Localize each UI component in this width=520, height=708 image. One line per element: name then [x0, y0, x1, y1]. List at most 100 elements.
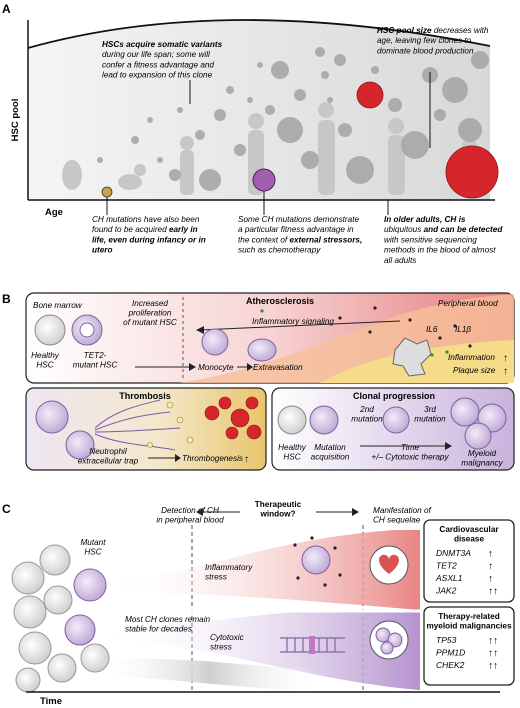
label-line: Therapy-related	[438, 612, 499, 621]
neutrophil-cell	[35, 400, 69, 434]
clonal-healthy-hsc	[277, 405, 307, 435]
label-line: 3rd	[424, 405, 436, 414]
extravasation-arrowhead	[247, 363, 253, 371]
cv-gene-list: DNMT3A↑TET2↑ASXL1↑JAK2↑↑	[435, 548, 498, 597]
thrombogenesis-up-arrow: ↑	[244, 454, 249, 465]
dna-break	[309, 636, 315, 654]
time-cytotoxic-label: Time+/– Cytotoxic therapy	[371, 443, 449, 462]
clone-purple	[252, 168, 276, 192]
label-line: extracellular trap	[78, 457, 139, 466]
time-label: Time	[40, 696, 62, 707]
monocyte-arrowhead	[189, 363, 196, 371]
gene-arrows: ↑	[488, 574, 493, 585]
note-line: utero	[92, 246, 112, 255]
extravasation-cell	[247, 338, 277, 362]
label-line: Cytotoxic	[210, 633, 244, 642]
label-line: TET2-	[84, 351, 107, 360]
inflammatory-dots	[293, 536, 342, 587]
panel-b: B Atherosclerosis Bone marrow Increasedp…	[2, 292, 515, 471]
gene-arrows: ↑↑	[488, 586, 498, 597]
label-line: +/– Cytotoxic therapy	[371, 453, 449, 462]
healthy-hsc-cell	[34, 314, 66, 346]
label-line: Cardiovascular	[439, 525, 499, 534]
thrombogenesis-label: Thrombogenesis	[182, 454, 243, 463]
clone-gold	[101, 186, 113, 198]
stem-cell-cluster	[11, 544, 110, 693]
label-line: CH sequelae	[373, 516, 421, 525]
gene-name: PPM1D	[436, 648, 465, 658]
label-line: Inflammatory	[205, 563, 253, 572]
clone-red-large	[445, 145, 499, 199]
atherosclerosis-title: Atherosclerosis	[246, 296, 314, 306]
gene-arrows: ↑↑	[488, 648, 498, 659]
macrophage-cell	[392, 337, 432, 377]
note-line: confer a fitness advantage and	[102, 60, 214, 69]
extravasation-label: Extravasation	[253, 363, 303, 372]
panel-a: A HSC pool Age	[2, 2, 503, 265]
panel-a-letter: A	[2, 2, 11, 16]
note-line: age, leaving few clones to	[377, 36, 472, 45]
label-line: mutant HSC	[73, 361, 118, 370]
hsc-pool-curve	[28, 19, 490, 200]
note-line: In older adults, CH is	[384, 215, 466, 224]
inflammatory-arrowhead	[196, 326, 204, 334]
label-line: Time	[401, 443, 420, 452]
label-line: Healthy	[31, 351, 60, 360]
myeloid-cell-3	[464, 422, 492, 450]
label-line: malignancy	[461, 459, 503, 468]
note-line: ubiquitous and can be detected	[384, 225, 503, 234]
mutant-hsc-cell-2	[64, 614, 96, 646]
label-line: myeloid malignancies	[426, 622, 512, 631]
gene-name: DNMT3A	[436, 548, 471, 558]
clonal-title: Clonal progression	[353, 391, 435, 401]
window-arrowhead-right	[352, 508, 359, 516]
note-line: Some CH mutations demonstrate	[238, 215, 359, 224]
note-line: with sensitive sequencing	[384, 235, 477, 244]
cv-box	[423, 519, 515, 603]
label-line: disease	[454, 535, 484, 544]
label-line: mutation	[414, 415, 446, 424]
bone-marrow-label: Bone marrow	[33, 301, 83, 310]
label-line: acquisition	[311, 453, 350, 462]
gene-name: TP53	[436, 635, 457, 645]
stable-trajectory	[100, 658, 320, 690]
label-line: Mutation	[314, 443, 346, 452]
label-line: in peripheral blood	[156, 516, 224, 525]
note-line: such as chemotherapy	[238, 246, 321, 255]
hsc-clones	[97, 47, 489, 191]
note-line: dominate blood production	[377, 46, 474, 55]
tet2-hsc-nucleus	[79, 322, 95, 338]
inflammatory-cell	[301, 545, 331, 575]
myeloid-box	[423, 606, 515, 686]
label-line: HSC	[283, 453, 300, 462]
peripheral-blood-label: Peripheral blood	[438, 299, 498, 308]
label-line: window?	[259, 510, 295, 519]
heart-icon	[379, 554, 399, 574]
note-line: CH mutations have also been	[92, 215, 200, 224]
gene-name: TET2	[436, 561, 457, 571]
gene-name: CHEK2	[436, 660, 465, 670]
note-line: during our life span; some will	[102, 50, 210, 59]
window-arrowhead-left	[196, 508, 203, 516]
tet2-hsc-label: TET2-mutant HSC	[73, 351, 118, 370]
label-line: Therapeutic	[255, 500, 302, 509]
label-line: Manifestation of	[373, 506, 432, 515]
label-line: of mutant HSC	[123, 318, 177, 327]
label-line: Most CH clones remain	[125, 615, 211, 624]
gene-arrows: ↑↑	[488, 636, 498, 647]
label-line: Mutant	[80, 538, 106, 547]
clonal-second-cell	[382, 406, 410, 434]
note-line: lead to expansion of this clone	[102, 71, 213, 80]
red-cells-clot	[204, 396, 262, 440]
